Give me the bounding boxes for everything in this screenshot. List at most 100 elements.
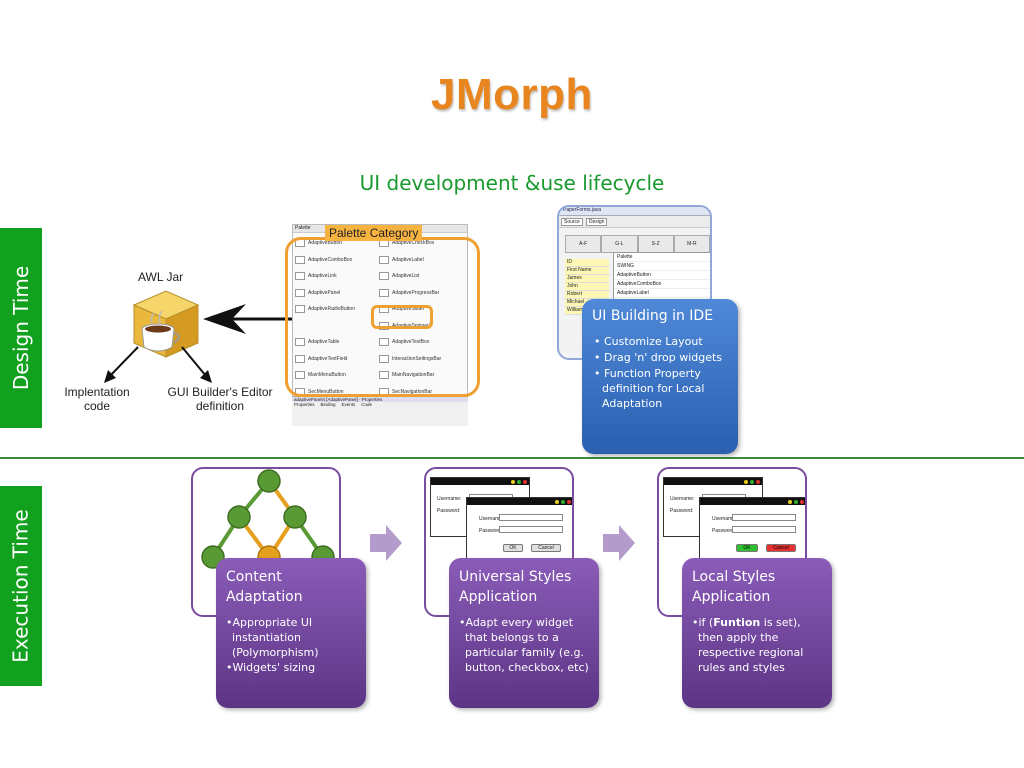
palette-item[interactable]: AdaptiveRadioButton (295, 305, 355, 313)
palette-item-label: InteractionSettingsBar (392, 355, 442, 362)
widget-icon (379, 288, 389, 297)
palette-item[interactable]: AdaptivePanel (295, 288, 341, 297)
palette-item[interactable]: AdaptiveTable (295, 338, 339, 346)
ide-box-title: UI Building in IDE (592, 308, 714, 324)
properties-tab[interactable]: Properties (294, 402, 315, 407)
bullet-suffix: is set), then apply the respective regio… (698, 616, 804, 674)
widget-icon (295, 371, 305, 379)
widget-icon (295, 255, 305, 264)
awl-jar-title: AWL Jar (138, 270, 184, 284)
username-field[interactable] (499, 514, 563, 521)
palette-item[interactable]: AdaptiveLink (295, 272, 337, 280)
ok-button[interactable]: OK (736, 544, 758, 552)
form-window-front: Username: Password: OK Cancel (699, 497, 805, 559)
palette-item-label: AdaptivePanel (308, 289, 341, 296)
password-label: Password: (479, 528, 503, 534)
ide-column-headers: A-F G-L S-Z M-R (565, 235, 710, 253)
palette-item-label: MainMenuButton (308, 372, 346, 378)
palette-item-label: AdaptiveSlider (392, 306, 425, 312)
ide-toolbar: Source Design (559, 216, 710, 228)
palette-item[interactable]: AdaptiveTextField (295, 354, 348, 363)
bullet-bold: Funtion (713, 616, 761, 629)
username-label: Username: (670, 496, 695, 502)
palette-item[interactable]: AdaptiveList (379, 272, 419, 280)
ide-name-row: First Name (565, 267, 609, 275)
local-styles-card: Local Styles Application •if (Funtion is… (682, 558, 832, 708)
universal-styles-card: Universal Styles Application •Adapt ever… (449, 558, 599, 708)
ide-name-row: James (565, 275, 609, 283)
palette-item[interactable]: InteractionSettingsBar (379, 354, 442, 363)
username-label: Username: (437, 496, 462, 502)
widget-icon (379, 371, 389, 379)
palette-item[interactable]: AdaptiveTextBox (379, 338, 429, 346)
widget-icon (379, 321, 389, 330)
palette-item-label: AdaptiveTextField (308, 355, 348, 362)
cancel-button[interactable]: Cancel (766, 544, 796, 552)
ide-palette-item: Palette (614, 253, 710, 262)
ide-info-box: UI Building in IDE Customize Layout Drag… (582, 299, 738, 454)
palette-item-label: SecMenuButton (308, 388, 344, 395)
properties-tab[interactable]: Code (361, 402, 373, 407)
ide-name-row: Robert (565, 291, 609, 299)
palette-item[interactable]: AdaptiveComboBox (295, 255, 353, 264)
palette-item[interactable]: MainMenuButton (295, 371, 346, 379)
card-bullet: •if (Funtion is set), then apply the res… (692, 615, 822, 675)
palette-item-label: AdaptiveLabel (392, 256, 424, 263)
widget-icon (295, 354, 305, 363)
card-bullet: •Widgets' sizing (226, 661, 316, 674)
palette-item[interactable]: AdaptiveSpinner2 (379, 321, 431, 330)
bullet-prefix: •if ( (692, 616, 714, 629)
properties-tab[interactable]: Binding (320, 402, 336, 407)
card-bullet: •Adapt every widget that belongs to a pa… (459, 616, 589, 674)
widget-icon (295, 272, 305, 280)
ide-bullet: Function Property definition for Local A… (592, 366, 728, 411)
properties-tab[interactable]: Events (341, 402, 356, 407)
gui-arrow-head (200, 370, 212, 383)
ide-bullet: Customize Layout (592, 334, 728, 349)
page-title: JMorph (431, 70, 593, 119)
ide-design-tab: Design (585, 217, 608, 226)
form-window-front: Username: Password: OK Cancel (466, 497, 572, 559)
jar-icon (132, 290, 200, 358)
widget-icon (379, 354, 389, 363)
spinner-highlight-outline (371, 305, 433, 329)
palette-item-label: AdaptiveList (392, 273, 420, 279)
palette-item-label: AdaptiveButton (308, 240, 342, 246)
password-label: Password: (437, 508, 461, 514)
ide-col: M-R (673, 235, 710, 253)
impl-arrow (109, 346, 139, 377)
ide-palette-item: AdaptiveButton (614, 271, 710, 280)
palette-category-label: Palette Category (325, 225, 423, 241)
password-field[interactable] (499, 526, 563, 533)
widget-icon (379, 272, 389, 280)
widget-icon (295, 338, 305, 346)
username-label: Username: (479, 516, 504, 522)
password-field[interactable] (732, 526, 796, 533)
ide-palette-item: AdaptiveComboBox (614, 280, 710, 289)
properties-bar: adaptivePanel4 [AdaptivePanel] - Propert… (292, 396, 468, 426)
palette-arrow-head (203, 304, 246, 334)
ok-button[interactable]: OK (503, 544, 523, 552)
card-title: Universal Styles Application (459, 569, 572, 605)
palette-item-label: AdaptiveRadioButton (308, 306, 355, 312)
widget-icon (379, 255, 389, 264)
palette-item[interactable]: AdaptiveLabel (379, 255, 424, 264)
palette-item-label: AdaptiveProgressBar (392, 289, 440, 296)
username-label: Username: (712, 516, 737, 522)
palette-item[interactable]: AdaptiveProgressBar (379, 288, 440, 297)
cancel-button[interactable]: Cancel (531, 544, 561, 552)
card-bullet: •Appropriate UI instantiation (Polymorph… (226, 616, 319, 659)
widget-icon (295, 288, 305, 297)
ide-name-row: ID (565, 259, 609, 267)
username-field[interactable] (732, 514, 796, 521)
properties-title: adaptivePanel4 [AdaptivePanel] - Propert… (292, 397, 468, 402)
palette-item[interactable]: MainNavigationBar (379, 371, 434, 379)
implementation-code-label: Implentation code (64, 385, 130, 413)
design-time-label: Design Time (0, 228, 42, 428)
palette-item-label: AdaptiveLink (308, 273, 337, 279)
palette-item-label: AdaptiveComboBox (308, 256, 353, 263)
